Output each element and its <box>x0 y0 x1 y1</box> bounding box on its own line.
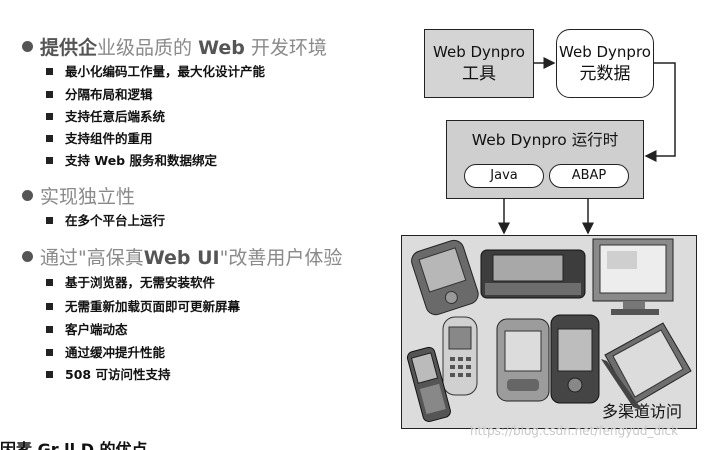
section-1-item-5: 支持 Web 服务和数据绑定 <box>46 150 217 169</box>
section-1-item-2: 分隔布局和逻辑 <box>46 84 153 103</box>
square-bullet-icon <box>46 371 53 378</box>
handheld-device-icon <box>550 314 600 404</box>
watermark-text: https://blog.csdn.net/fengyud_dick <box>470 424 679 438</box>
square-bullet-icon <box>46 303 53 310</box>
square-bullet-icon <box>46 279 53 286</box>
device-illustrations <box>406 238 692 423</box>
section-1-item-3: 支持任意后端系统 <box>46 106 165 125</box>
section-3-item-2: 无需重新加载页面即可更新屏幕 <box>46 296 240 315</box>
section-heading-3: 通过"高保真Web UI"改善用户体验 <box>22 243 342 270</box>
section-1-item-1: 最小化编码工作量，最大化设计产能 <box>46 61 265 80</box>
slider-phone-icon <box>406 346 451 423</box>
section-3-item-3: 客户端动态 <box>46 319 128 338</box>
arrow-metadata-to-runtime <box>644 62 676 162</box>
section-heading-1: 提供企业级品质的 Web 开发环境 <box>22 33 327 60</box>
square-bullet-icon <box>46 135 53 142</box>
square-bullet-icon <box>46 326 53 333</box>
desktop-monitor-icon <box>592 238 674 315</box>
pda-device-icon <box>411 239 479 316</box>
tablet-laptop-icon <box>601 322 692 411</box>
java-pill: Java <box>464 164 544 188</box>
square-bullet-icon <box>46 113 53 120</box>
bullet-dot-icon <box>22 251 33 262</box>
section-3-item-5: 508 可访问性支持 <box>46 364 170 383</box>
section-3-item-4: 通过缓冲提升性能 <box>46 342 165 361</box>
cut-off-footer-text: 因素 Gr ll D 的优点 <box>0 440 148 450</box>
section-3-item-1: 基于浏览器，无需安装软件 <box>46 272 215 291</box>
web-dynpro-metadata-box: Web Dynpro 元数据 <box>556 29 654 98</box>
section-2-item-1: 在多个平台上运行 <box>46 210 165 229</box>
square-bullet-icon <box>46 349 53 356</box>
abap-pill: ABAP <box>549 164 629 188</box>
square-bullet-icon <box>46 157 53 164</box>
square-bullet-icon <box>46 217 53 224</box>
web-dynpro-tools-box: Web Dynpro 工具 <box>424 29 534 98</box>
square-bullet-icon <box>46 68 53 75</box>
pda-device-icon <box>496 318 550 402</box>
square-bullet-icon <box>46 91 53 98</box>
mobile-phone-icon <box>442 316 478 396</box>
communicator-device-icon <box>480 249 586 299</box>
bullet-dot-icon <box>22 190 33 201</box>
bullet-dot-icon <box>22 41 33 52</box>
section-heading-2: 实现独立性 <box>22 182 135 209</box>
feature-list: 提供企业级品质的 Web 开发环境 最小化编码工作量，最大化设计产能 分隔布局和… <box>22 33 342 383</box>
web-dynpro-runtime-box: Web Dynpro 运行时 Java ABAP <box>446 120 644 199</box>
section-1-item-4: 支持组件的重用 <box>46 128 153 147</box>
